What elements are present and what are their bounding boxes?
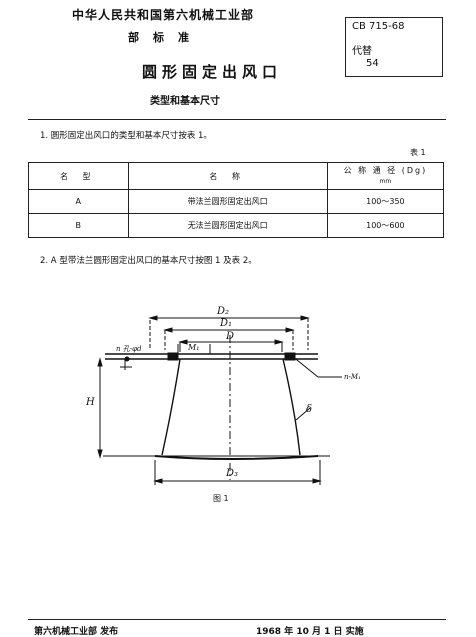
- label-d: D: [225, 331, 234, 342]
- cell-dg: 100～350: [326, 189, 445, 214]
- cell-name: 带法兰圆形固定出风口: [127, 189, 328, 214]
- ministry-header: 中华人民共和国第六机械工业部: [72, 8, 255, 22]
- cell-type: A: [28, 189, 129, 214]
- table-row: A 带法兰圆形固定出风口 100～350: [28, 189, 445, 214]
- section-1-text: 1. 圆形固定出风口的类型和基本尺寸按表 1。: [40, 131, 212, 141]
- table-header-row: 名 型 名 称 公 称 通 径 (Dg) mm: [28, 162, 445, 190]
- standard-number: CB 715-68: [352, 21, 405, 32]
- column-header-type: 名 型: [28, 162, 129, 190]
- footer-effective-date: 1968 年 10 月 1 日 实施: [256, 627, 364, 637]
- section-2-text: 2. A 型带法兰圆形固定出风口的基本尺寸按图 1 及表 2。: [40, 256, 257, 266]
- table-1-label: 表 1: [410, 148, 426, 157]
- label-d3: D₃: [225, 468, 238, 479]
- column-header-dg-text: 公 称 通 径 (Dg): [343, 165, 428, 175]
- cell-dg: 100～600: [326, 213, 445, 238]
- top-divider: [28, 119, 446, 120]
- label-weld: n 孔-φd: [116, 345, 142, 353]
- replaces-label: 代替: [352, 46, 372, 57]
- replaces-value: 54: [366, 58, 379, 69]
- label-delta: δ: [306, 404, 312, 415]
- label-h: H: [85, 397, 95, 408]
- document-title: 圆形固定出风口: [142, 63, 283, 81]
- standard-category: 部标准: [128, 31, 203, 44]
- table-1: 名 型 名 称 公 称 通 径 (Dg) mm A 带法兰圆形固定出风口 100…: [28, 162, 445, 238]
- figure-1-caption: 图 1: [213, 494, 229, 503]
- label-d2: D₂: [216, 306, 229, 317]
- column-header-unit: mm: [379, 177, 392, 185]
- footer-issuer: 第六机械工业部 发布: [34, 627, 119, 637]
- column-header-dg: 公 称 通 径 (Dg) mm: [326, 162, 445, 190]
- cell-type: B: [28, 213, 129, 238]
- label-d1: D₁: [219, 318, 232, 329]
- cell-name: 无法兰圆形固定出风口: [127, 213, 328, 238]
- table-row: B 无法兰圆形固定出风口 100～600: [28, 213, 445, 238]
- standard-number-box: CB 715-68 代替 54: [345, 17, 443, 77]
- label-bolt: n-M₁: [344, 373, 361, 381]
- document-subtitle: 类型和基本尺寸: [150, 96, 220, 107]
- bottom-divider: [28, 619, 446, 620]
- label-m1: M₁: [187, 343, 199, 352]
